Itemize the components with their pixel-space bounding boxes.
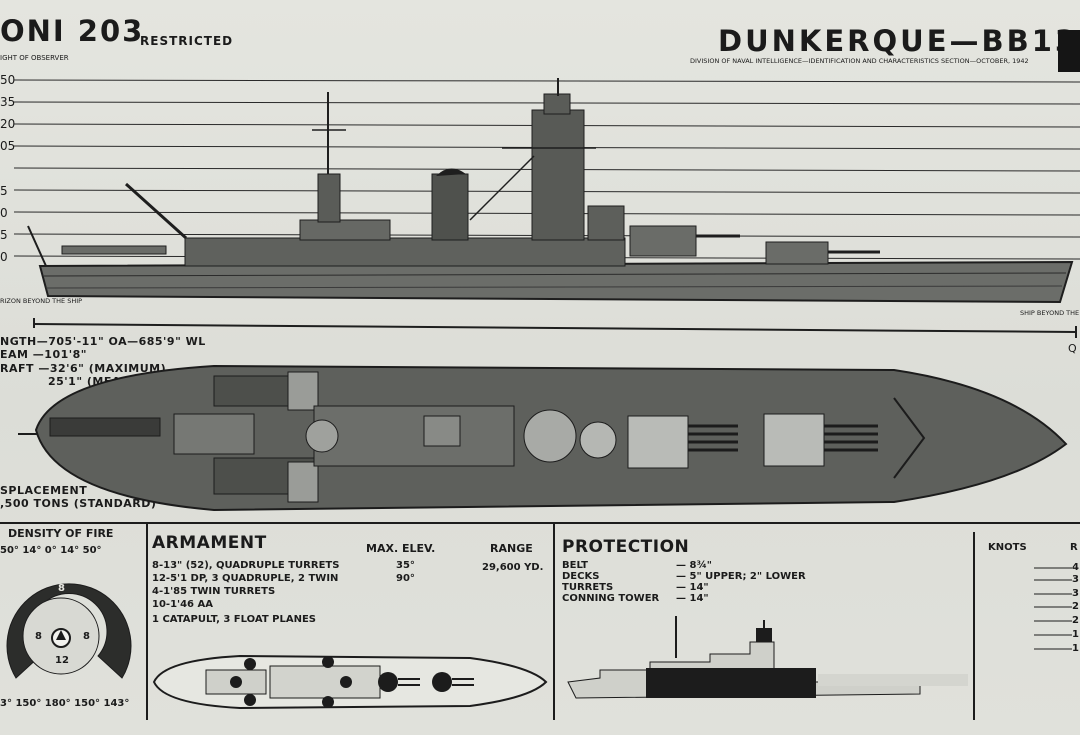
knots-value: 3 (1072, 574, 1079, 585)
horizon-label-left: RIZON BEYOND THE SHIP (0, 297, 83, 305)
height-tick: 35 (0, 95, 16, 109)
armament-row-elev: 90° (396, 573, 415, 584)
armament-row: 12-5'1 DP, 3 QUADRUPLE, 2 TWIN (152, 573, 339, 584)
armament-row-elev: 35° (396, 560, 415, 571)
height-tick: 5 (0, 228, 8, 242)
document-id: ONI 203 (0, 14, 145, 48)
sheet-subtitle: DIVISION OF NAVAL INTELLIGENCE—IDENTIFIC… (690, 57, 1029, 65)
density-bottom-angles: 3° 150° 180° 150° 143° (0, 698, 130, 709)
panel-divider (146, 524, 148, 720)
knots-value: 3 (1072, 588, 1079, 599)
protection-row-label: CONNING TOWER (562, 593, 660, 604)
protection-row-label: DECKS (562, 571, 600, 582)
knots-title: KNOTS (988, 542, 1027, 553)
panel-divider (553, 524, 555, 720)
spec-draft-max: RAFT —32'6" (MAXIMUM) (0, 362, 167, 375)
armament-title: ARMAMENT (152, 533, 267, 553)
armament-plan-diagram (152, 654, 548, 710)
density-top-angles: 50° 14° 0° 14° 50° (0, 545, 102, 556)
density-value-top: 8 (58, 583, 65, 594)
density-value-right: 8 (83, 631, 90, 642)
protection-title: PROTECTION (562, 537, 690, 557)
knots-value: 1 (1072, 629, 1079, 640)
armament-row: 4-1'85 TWIN TURRETS (152, 586, 276, 597)
knots-value: 2 (1072, 601, 1079, 612)
edge-tab (1058, 30, 1080, 72)
armament-row: 8-13" (52), QUADRUPLE TURRETS (152, 560, 340, 571)
knots-r-label: R (1070, 542, 1078, 553)
horizon-label-right: SHIP BEYOND THE (1020, 309, 1080, 317)
spec-displacement-value: ,500 TONS (STANDARD) (0, 497, 157, 510)
knots-value: 2 (1072, 615, 1079, 626)
density-of-fire-diagram (6, 583, 132, 679)
protection-row-label: BELT (562, 560, 588, 571)
height-tick: 0 (0, 250, 8, 264)
knots-value: 4 (1072, 562, 1079, 573)
protection-row-value: — 14" (676, 593, 709, 604)
armament-row: 1 CATAPULT, 3 FLOAT PLANES (152, 614, 316, 625)
spec-length: NGTH—705'-11" OA—685'9" WL (0, 335, 206, 348)
ship-profile-drawing (13, 78, 1080, 338)
armament-row: 10-1'46 AA (152, 599, 213, 610)
knots-value: 1 (1072, 643, 1079, 654)
armament-row-range: 29,600 YD. (482, 562, 544, 573)
density-value-bottom: 12 (55, 655, 69, 666)
density-title: DENSITY OF FIRE (8, 527, 114, 540)
knots-scale-lines (1034, 567, 1072, 650)
protection-row-value: — 5" UPPER; 2" LOWER (676, 571, 806, 582)
protection-row-value: — 8¾" (676, 560, 713, 571)
scale-end-mark: Q (1068, 342, 1077, 355)
armament-elev-header: MAX. ELEV. (366, 542, 436, 555)
restricted-label: RESTRICTED (140, 34, 234, 48)
height-tick: 50 (0, 73, 16, 87)
ship-plan-drawing (18, 364, 1068, 512)
height-tick: 05 (0, 139, 16, 153)
height-tick: 5 (0, 184, 8, 198)
ship-title: DUNKERQUE—BB13 (718, 24, 1079, 58)
height-tick: 0 (0, 206, 8, 220)
protection-row-label: TURRETS (562, 582, 614, 593)
protection-section-diagram (567, 616, 968, 699)
spec-displacement-label: SPLACEMENT (0, 484, 88, 497)
sight-note: IGHT OF OBSERVER (0, 54, 69, 62)
spec-beam: EAM —101'8" (0, 348, 88, 361)
panel-divider (973, 532, 975, 720)
height-tick: 20 (0, 117, 16, 131)
protection-row-value: — 14" (676, 582, 709, 593)
armament-range-header: RANGE (490, 542, 533, 555)
density-value-left: 8 (35, 631, 42, 642)
panel-top-rule (0, 522, 1080, 524)
